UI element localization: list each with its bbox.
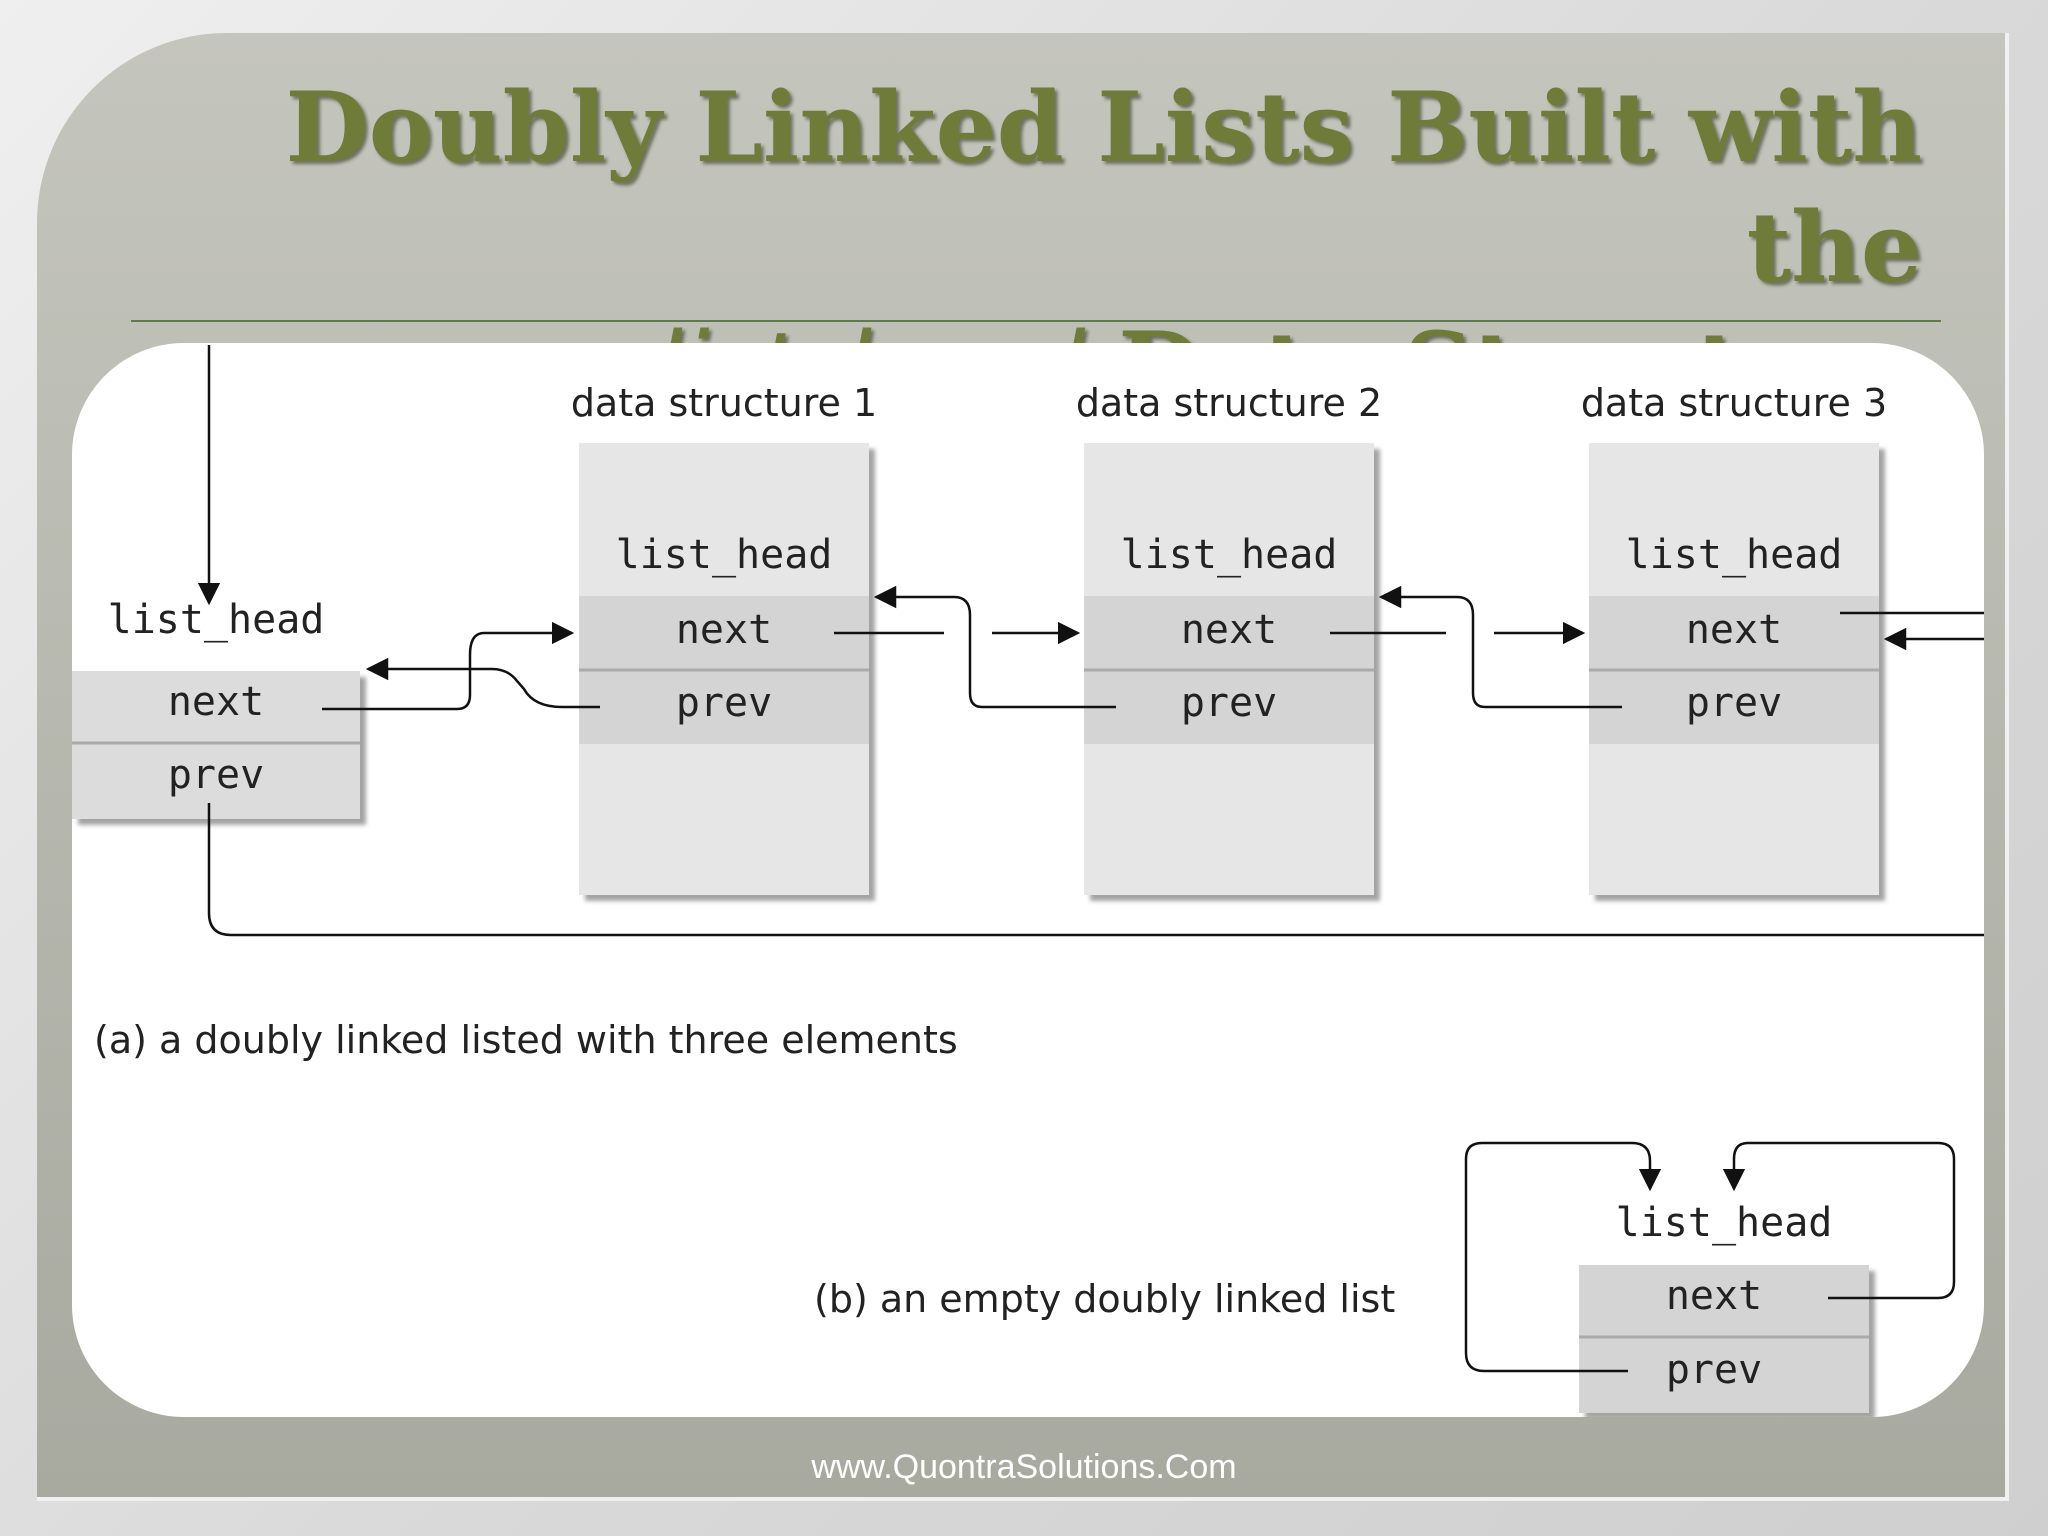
data-structure-1-next: next: [676, 607, 772, 653]
empty-prev-loop-arrow: [1464, 1141, 1662, 1373]
head-node-label: list_head: [108, 597, 325, 643]
empty-list-node: list_head next prev: [1579, 1200, 1869, 1413]
data-structure-1: data structure 1 list_head next prev: [571, 381, 877, 895]
empty-node-box: [1579, 1265, 1869, 1413]
head-next-arrow: [322, 621, 575, 711]
empty-node-prev: prev: [1666, 1347, 1762, 1393]
data-structure-2-next: next: [1181, 607, 1277, 653]
empty-list-links: [1464, 1141, 1956, 1373]
data-structure-3: data structure 3 list_head next prev: [1581, 381, 1887, 895]
caption-a: (a) a doubly linked listed with three el…: [94, 1018, 958, 1062]
data-structure-2: data structure 2 list_head next prev: [1076, 381, 1382, 895]
empty-node-label: list_head: [1616, 1200, 1833, 1246]
ds1-prev-arrow: [365, 657, 600, 709]
empty-next-loop-arrow: [1722, 1141, 1956, 1300]
title-divider: [131, 320, 1941, 322]
head-node-next: next: [168, 679, 264, 725]
caption-b: (b) an empty doubly linked list: [814, 1277, 1395, 1321]
data-structure-3-next: next: [1686, 607, 1782, 653]
diagram-panel: list_head next prev data structure 1 lis…: [72, 343, 1984, 1417]
data-structure-2-prev: prev: [1181, 680, 1277, 726]
data-structure-2-node: list_head: [1121, 532, 1338, 578]
data-structure-1-title: data structure 1: [571, 381, 877, 425]
empty-node-next: next: [1666, 1273, 1762, 1319]
head-node-prev: prev: [168, 752, 264, 798]
head-node-box: [72, 671, 360, 819]
linked-list-diagram: list_head next prev data structure 1 lis…: [72, 345, 1984, 1413]
title-line-1: Doubly Linked Lists Built with the: [285, 71, 1923, 304]
data-structure-3-node: list_head: [1626, 532, 1843, 578]
ds3-prev-arrow: [1378, 585, 1622, 709]
ds2-prev-arrow: [873, 585, 1116, 709]
list-links: [197, 345, 1984, 937]
data-structure-3-prev: prev: [1686, 680, 1782, 726]
footer-url: www.QuontraSolutions.Com: [811, 1448, 1237, 1486]
head-prev-loop: [207, 803, 1984, 937]
data-structure-2-title: data structure 2: [1076, 381, 1382, 425]
data-structure-1-node: list_head: [616, 532, 833, 578]
data-structure-3-title: data structure 3: [1581, 381, 1887, 425]
head-node: list_head next prev: [72, 597, 360, 819]
data-structure-1-prev: prev: [676, 680, 772, 726]
